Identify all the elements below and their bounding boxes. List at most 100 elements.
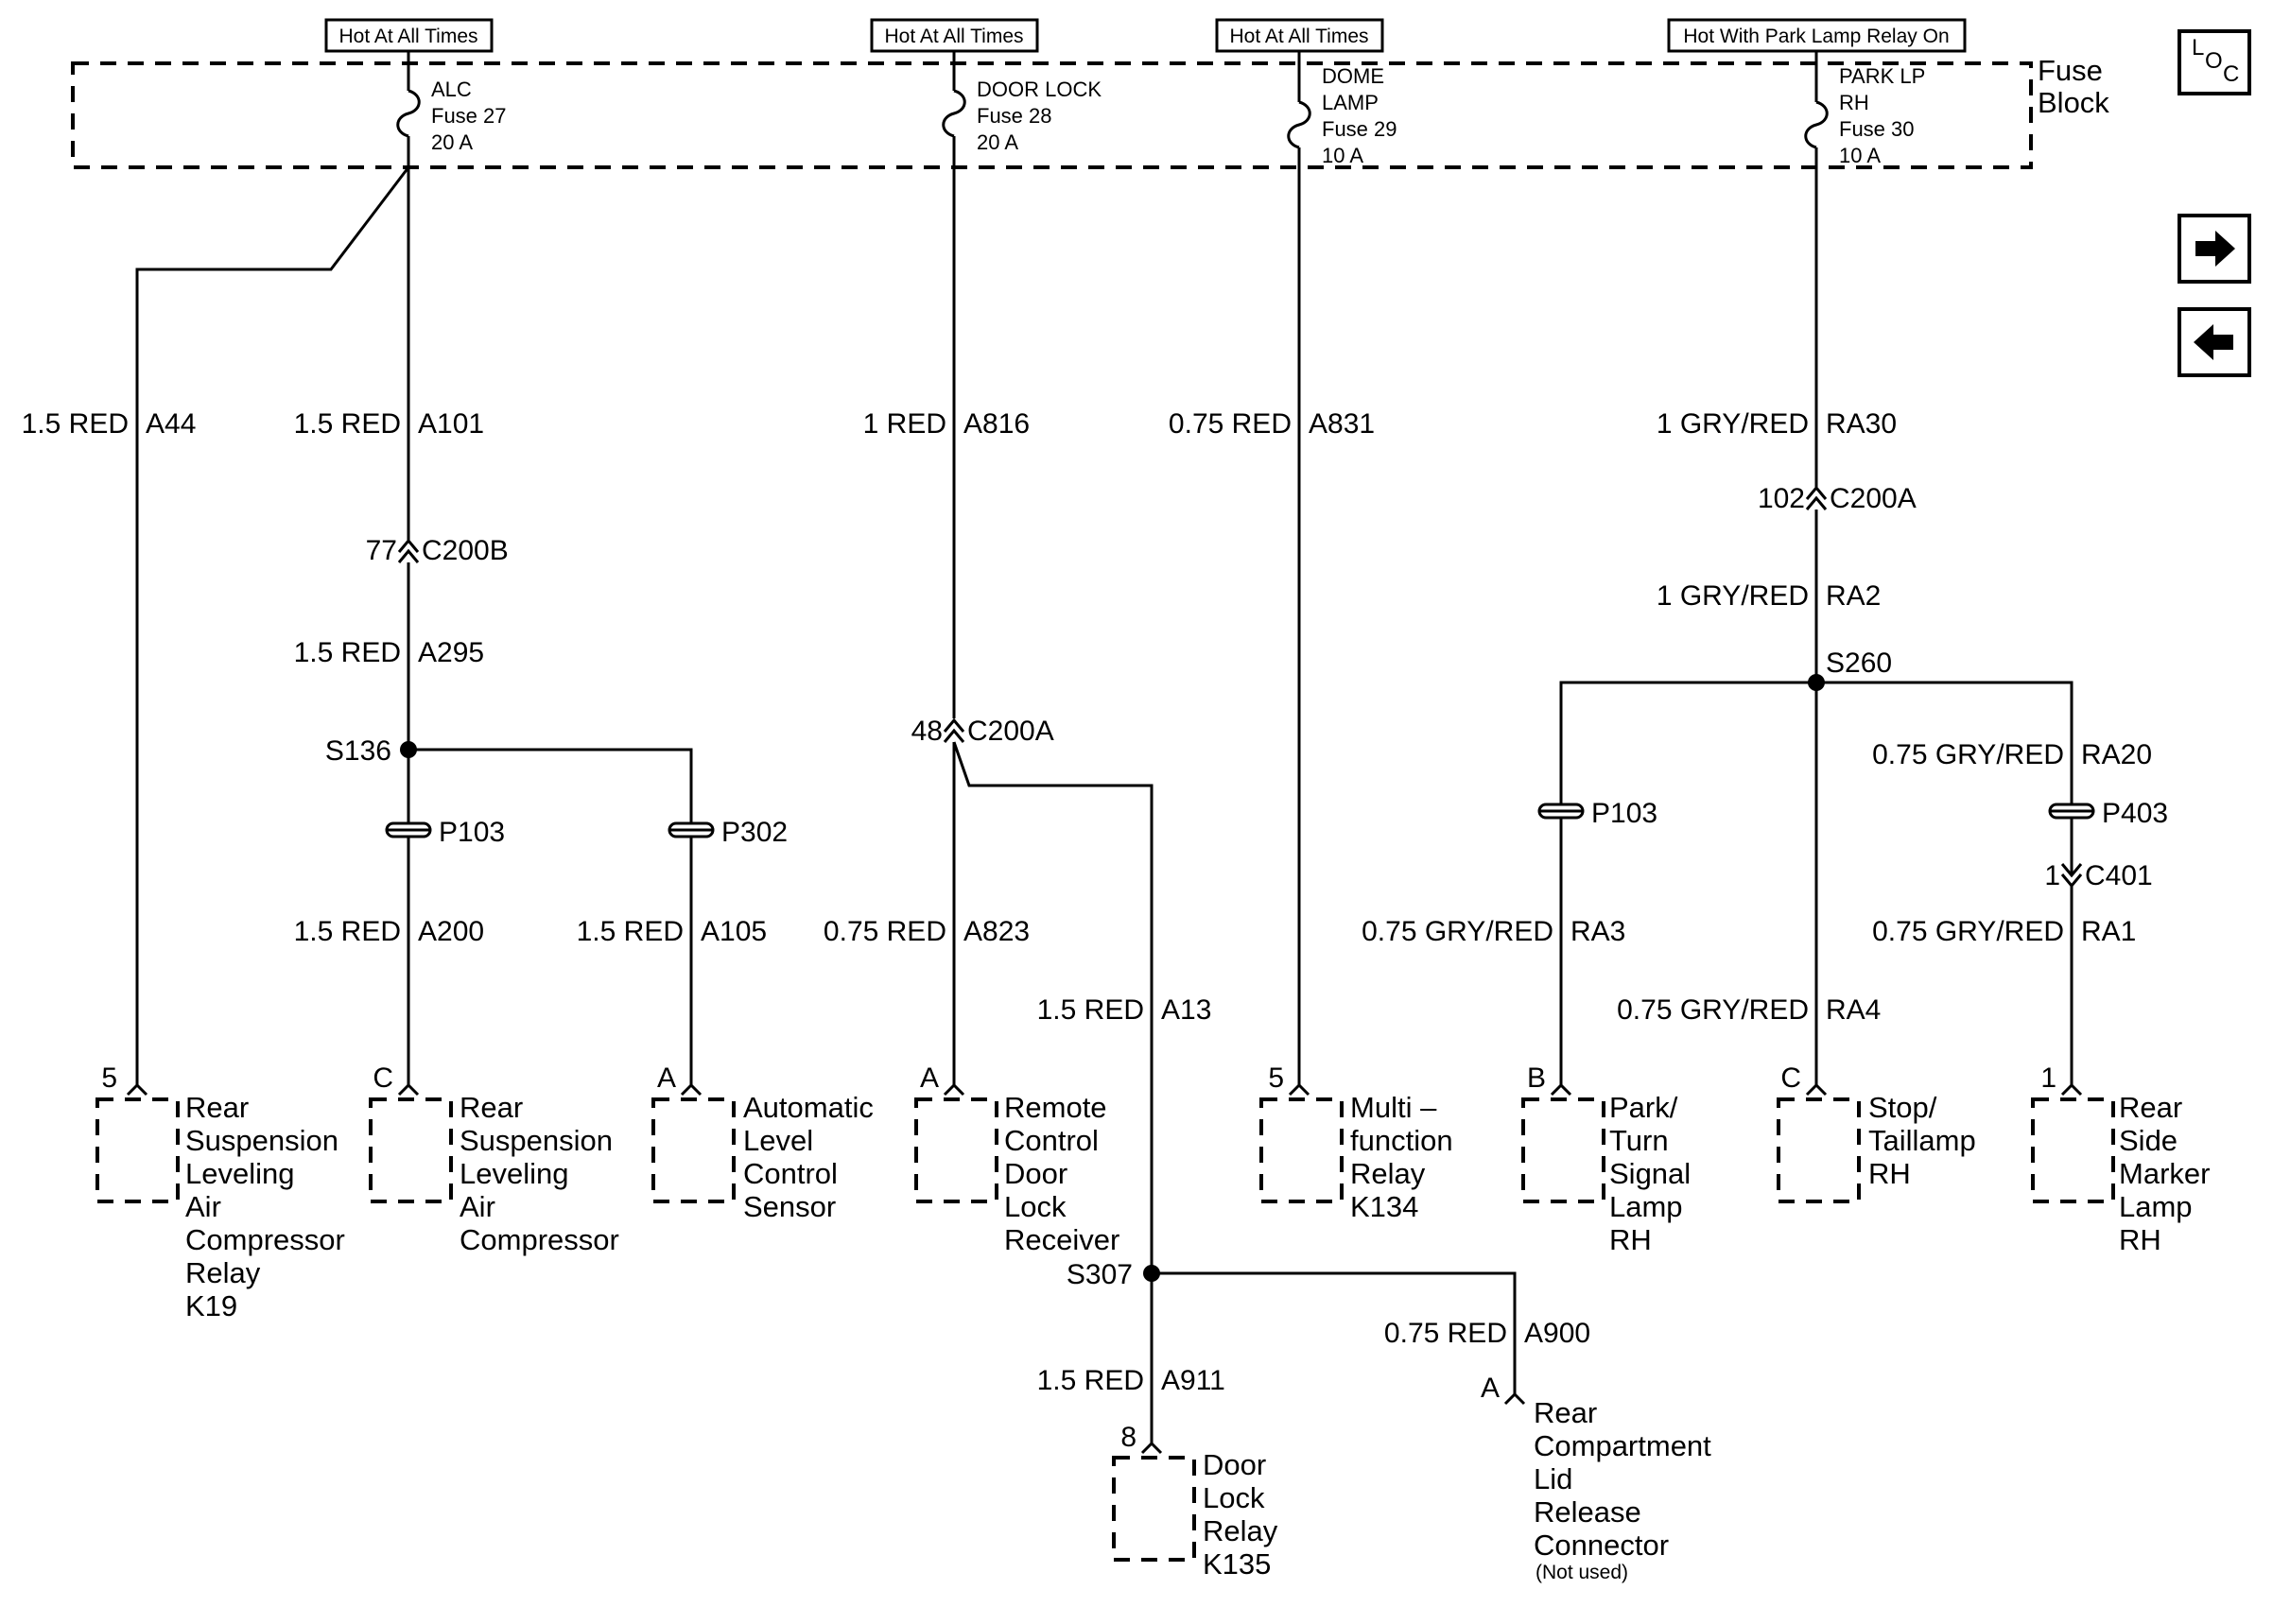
svg-text:P103: P103 [439, 817, 505, 848]
circuit-a823: 0.75 RED A823 [824, 742, 1030, 1085]
svg-text:C200B: C200B [422, 535, 509, 566]
svg-text:Hot With Park Lamp Relay On: Hot With Park Lamp Relay On [1683, 26, 1949, 47]
previous-page-button[interactable] [2178, 307, 2251, 377]
arrow-right-icon [2195, 231, 2235, 267]
wire-a900-id: A900 [1524, 1318, 1590, 1349]
svg-text:A44: A44 [146, 408, 196, 440]
svg-text:S136: S136 [325, 735, 391, 767]
circuit-a44: 1.5 RED A44 [22, 166, 410, 1085]
connector-c200a-door-lock: 48 C200A [911, 716, 1054, 747]
wire-a200-color: 1.5 RED [294, 916, 401, 947]
connector-p103-left: P103 [385, 817, 505, 848]
svg-text:1 GRY/RED: 1 GRY/RED [1657, 580, 1809, 612]
power-header-dome-lamp: Hot At All Times [1215, 18, 1384, 63]
svg-text:B: B [1527, 1063, 1546, 1094]
splice-s260: S260 [1559, 648, 2073, 1085]
svg-text:0.75 RED: 0.75 RED [1169, 408, 1292, 440]
svg-text:A: A [920, 1063, 939, 1094]
svg-text:Hot At All Times: Hot At All Times [884, 26, 1023, 47]
circuit-a101: 1.5 RED A101 [294, 167, 484, 540]
wire-a911-color: 1.5 RED [1037, 1365, 1144, 1396]
svg-text:1.5 RED: 1.5 RED [294, 408, 401, 440]
svg-text:A823: A823 [963, 916, 1030, 947]
svg-text:5: 5 [1268, 1063, 1284, 1094]
wire-ra4-id: RA4 [1826, 994, 1881, 1026]
wire-ra1-color: 0.75 GRY/RED [1872, 916, 2064, 947]
loc-label: L O C [2192, 35, 2239, 87]
svg-text:C: C [373, 1063, 393, 1094]
wire-a900-color: 0.75 RED [1384, 1318, 1507, 1349]
wire-ra3-color: 0.75 GRY/RED [1362, 916, 1553, 947]
wire-ra20-id: RA20 [2081, 739, 2152, 770]
svg-text:(Not used): (Not used) [1536, 1562, 1628, 1583]
svg-text:1.5 RED: 1.5 RED [22, 408, 129, 440]
power-header-park-lamp: Hot With Park Lamp Relay On [1667, 18, 1967, 63]
svg-text:S260: S260 [1826, 648, 1892, 679]
circuit-ra30: 1 GRY/RED RA30 [1657, 167, 1897, 487]
svg-text:102: 102 [1758, 483, 1805, 514]
svg-text:A13: A13 [1161, 994, 1211, 1026]
power-header-door-lock: Hot At All Times [870, 18, 1039, 63]
circuit-a831: 0.75 RED A831 [1169, 167, 1375, 1085]
svg-text:A831: A831 [1309, 408, 1375, 440]
svg-text:A816: A816 [963, 408, 1030, 440]
svg-text:5: 5 [101, 1063, 117, 1094]
svg-text:Hot At All Times: Hot At All Times [1229, 26, 1368, 47]
circuit-ra2: 1 GRY/RED RA2 [1657, 510, 1881, 1085]
svg-text:A101: A101 [418, 408, 484, 440]
power-header-alc: Hot At All Times [324, 18, 494, 63]
fuse-block-outline [71, 61, 2033, 169]
svg-text:P103: P103 [1591, 798, 1657, 829]
circuit-a13: 1.5 RED A13 [952, 741, 1211, 1273]
wire-a200-id: A200 [418, 916, 484, 947]
svg-text:8: 8 [1120, 1422, 1136, 1453]
svg-text:C200A: C200A [1830, 483, 1917, 514]
svg-text:A295: A295 [418, 637, 484, 668]
svg-text:P302: P302 [721, 817, 788, 848]
next-page-button[interactable] [2178, 214, 2251, 284]
svg-text:P403: P403 [2102, 798, 2168, 829]
connector-p403: P403 [2048, 798, 2168, 829]
svg-text:C: C [1780, 1063, 1801, 1094]
connector-p302: P302 [668, 817, 788, 848]
loc-button[interactable]: L O C [2178, 29, 2251, 95]
wire-ra1-id: RA1 [2081, 916, 2136, 947]
wire-a105-id: A105 [701, 916, 767, 947]
wire-ra3-id: RA3 [1570, 916, 1625, 947]
svg-text:A: A [657, 1063, 676, 1094]
svg-text:0.75 RED: 0.75 RED [824, 916, 946, 947]
svg-text:1 RED: 1 RED [863, 408, 946, 440]
svg-text:RA30: RA30 [1826, 408, 1897, 440]
connector-c200a-park-lamp: 102 C200A [1758, 483, 1917, 514]
arrow-left-icon [2194, 324, 2233, 360]
circuit-a816: 1 RED A816 [863, 167, 1030, 718]
